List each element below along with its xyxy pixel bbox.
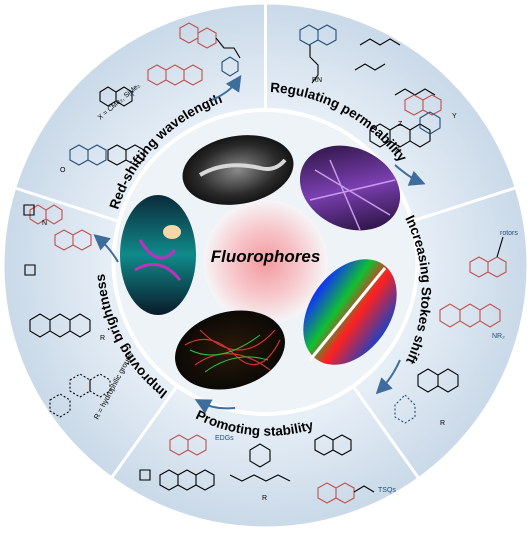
- structures-red-shift: [69, 22, 241, 166]
- chem-y-label: Y: [452, 113, 457, 120]
- chem-tsqs-label: TSQs: [378, 487, 396, 494]
- chem-o-label: O: [60, 167, 66, 174]
- microscopy-image-3: [303, 259, 397, 365]
- center-glow: [203, 200, 328, 324]
- chem-r-label-2: R: [262, 495, 267, 502]
- arrow-red-shift: [211, 75, 242, 101]
- chem-r-label-3: R: [100, 335, 105, 342]
- microscopy-image-1: [182, 135, 294, 205]
- arrow-stability: [194, 399, 236, 414]
- chem-n-label: N: [42, 220, 47, 227]
- chem-z-label: Z: [398, 121, 403, 128]
- chem-rn-label: RN: [312, 77, 322, 84]
- structures-stability: [139, 434, 375, 504]
- cycle-arrows: [93, 75, 426, 414]
- microscopy-image-5: [120, 195, 196, 315]
- arrow-brightness: [93, 234, 119, 263]
- microscopy-image-4: [175, 310, 285, 390]
- chem-x-label-2: X: [395, 147, 400, 154]
- structures-stokes: [394, 236, 507, 424]
- chem-nr2-label: NR₂: [492, 333, 505, 340]
- microscopy-image-2: [299, 145, 401, 231]
- center-title: Fluorophores: [211, 247, 321, 266]
- chem-r-label-1: R: [440, 420, 445, 427]
- chem-rotors-label: rotors: [500, 230, 518, 237]
- chem-x-label-1: X: [130, 91, 135, 98]
- chem-edgs-label: EDGs: [215, 435, 234, 442]
- structures-brightness: [23, 204, 111, 418]
- arrow-stokes: [375, 359, 401, 395]
- structures-permeability: [299, 24, 442, 148]
- arrow-permeability: [394, 164, 426, 186]
